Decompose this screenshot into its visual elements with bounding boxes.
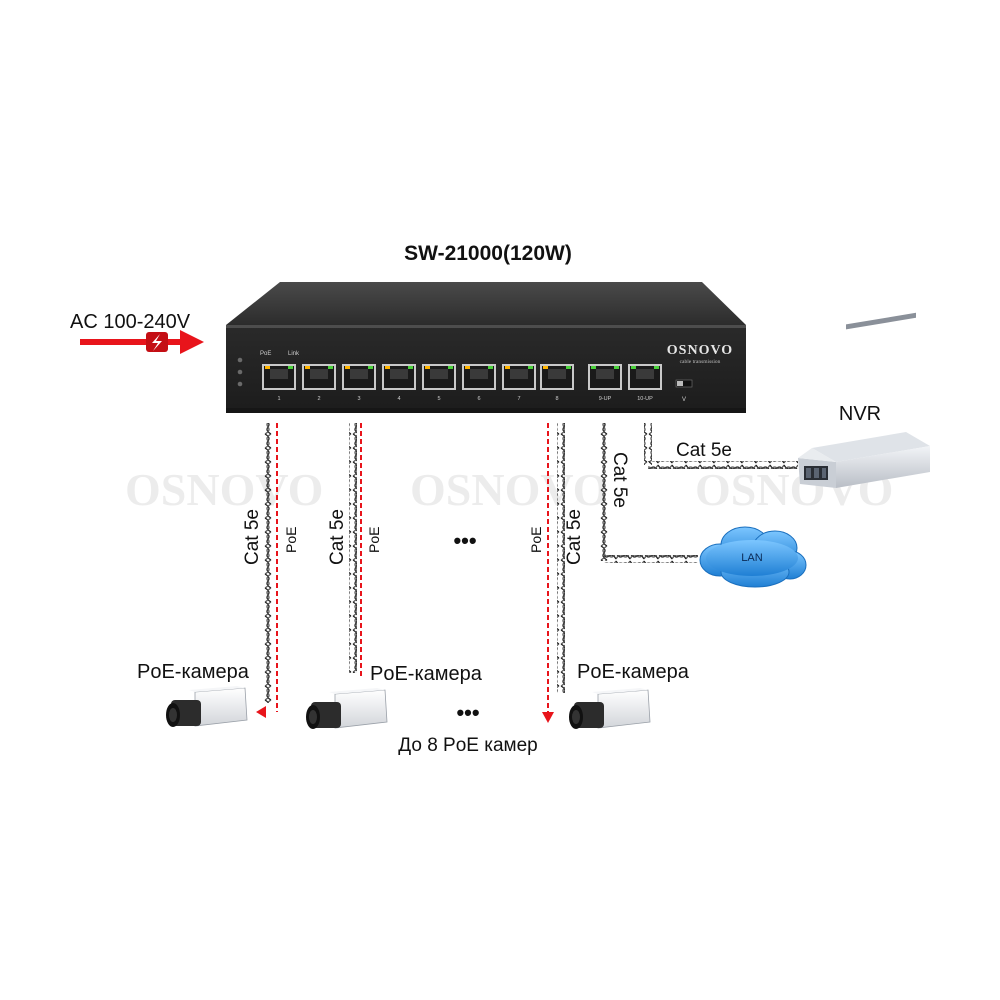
ethernet-port	[422, 364, 456, 390]
port-number: 3	[357, 396, 360, 402]
camera-label: PoE-камера	[370, 663, 483, 685]
port-led	[265, 366, 270, 369]
lightning-icon	[152, 334, 162, 351]
camera-icon	[166, 686, 248, 727]
twisted-cable	[600, 423, 608, 561]
nvr-cable-label: Cat 5e	[676, 440, 732, 461]
port-led	[425, 366, 430, 369]
camera-icon	[569, 688, 651, 729]
brand-logo: OSNOVO	[667, 343, 733, 358]
lan-cloud: LAN	[699, 526, 807, 588]
camera-label: PoE-камера	[577, 661, 690, 683]
nvr-icon	[798, 312, 930, 488]
ethernet-port	[502, 364, 536, 390]
cable-group	[264, 423, 798, 703]
watermark: OSNOVO	[410, 464, 608, 515]
poe-power-lines	[276, 423, 549, 716]
port-number: 5	[437, 396, 440, 402]
uplink-label: 10-UP	[637, 396, 653, 402]
poe-arrow	[256, 706, 266, 718]
poe-label: PoE	[283, 527, 299, 553]
status-led	[237, 369, 243, 375]
camera-icon	[306, 688, 388, 729]
twisted-cable	[648, 461, 798, 469]
port-led	[368, 366, 373, 369]
mode-switch	[675, 379, 693, 388]
uplink-label: 9-UP	[599, 396, 612, 402]
port-group: 1 2 3 4 5 6 7 8 9-UP 10-UP	[262, 364, 662, 402]
uplink-port	[628, 364, 662, 390]
poe-label: PoE	[528, 527, 544, 553]
port-led	[305, 366, 310, 369]
power-label: AC 100-240V	[70, 311, 191, 333]
watermark-group: OSNOVO OSNOVO OSNOVO	[125, 464, 893, 515]
twisted-cable	[604, 555, 698, 563]
port-led	[591, 366, 596, 369]
twisted-cable	[264, 423, 272, 703]
mode-switch-label: V	[682, 397, 686, 403]
cable-label: Cat 5e	[242, 509, 263, 565]
page-title: SW-21000(120W)	[404, 242, 572, 265]
poe-switch: PoE Link OSNOVO cable transmission 1 2 3 4 5…	[226, 282, 746, 413]
port-led	[631, 366, 636, 369]
poe-label: PoE	[366, 527, 382, 553]
ethernet-port	[540, 364, 574, 390]
twisted-cable	[557, 423, 565, 693]
port-number: 8	[555, 396, 558, 402]
port-number: 2	[317, 396, 320, 402]
twisted-cable	[644, 423, 652, 465]
ethernet-port	[262, 364, 296, 390]
brand-subtitle: cable transmission	[680, 359, 721, 365]
ethernet-port	[382, 364, 416, 390]
ethernet-port	[462, 364, 496, 390]
port-led	[654, 366, 659, 369]
ellipsis: •••	[456, 700, 479, 725]
poe-arrow	[542, 712, 554, 723]
port-led	[505, 366, 510, 369]
cable-label: Cat 5e	[564, 509, 585, 565]
port-number: 1	[277, 396, 280, 402]
ellipsis: •••	[453, 528, 476, 553]
port-led	[385, 366, 390, 369]
port-led	[543, 366, 548, 369]
port-led	[528, 366, 533, 369]
port-led	[408, 366, 413, 369]
port-number: 7	[517, 396, 520, 402]
lan-cable-label: Cat 5e	[609, 452, 630, 508]
power-arrow	[80, 330, 204, 354]
cable-label: Cat 5e	[327, 509, 348, 565]
status-led	[237, 381, 243, 387]
nvr-label: NVR	[839, 403, 881, 425]
port-led	[345, 366, 350, 369]
led-label-poe: PoE	[260, 351, 271, 357]
footer-note: До 8 PoE камер	[398, 735, 537, 756]
port-led	[465, 366, 470, 369]
camera-label: PoE-камера	[137, 661, 250, 683]
port-led	[488, 366, 493, 369]
twisted-cable	[349, 423, 357, 673]
port-number: 6	[477, 396, 480, 402]
port-led	[566, 366, 571, 369]
port-led	[614, 366, 619, 369]
watermark: OSNOVO	[125, 464, 323, 515]
uplink-port	[588, 364, 622, 390]
ethernet-port	[342, 364, 376, 390]
led-label-link: Link	[288, 351, 300, 357]
port-led	[288, 366, 293, 369]
port-led	[328, 366, 333, 369]
port-number: 4	[397, 396, 400, 402]
lan-label: LAN	[741, 552, 762, 564]
port-led	[448, 366, 453, 369]
ethernet-port	[302, 364, 336, 390]
status-led	[237, 357, 243, 363]
